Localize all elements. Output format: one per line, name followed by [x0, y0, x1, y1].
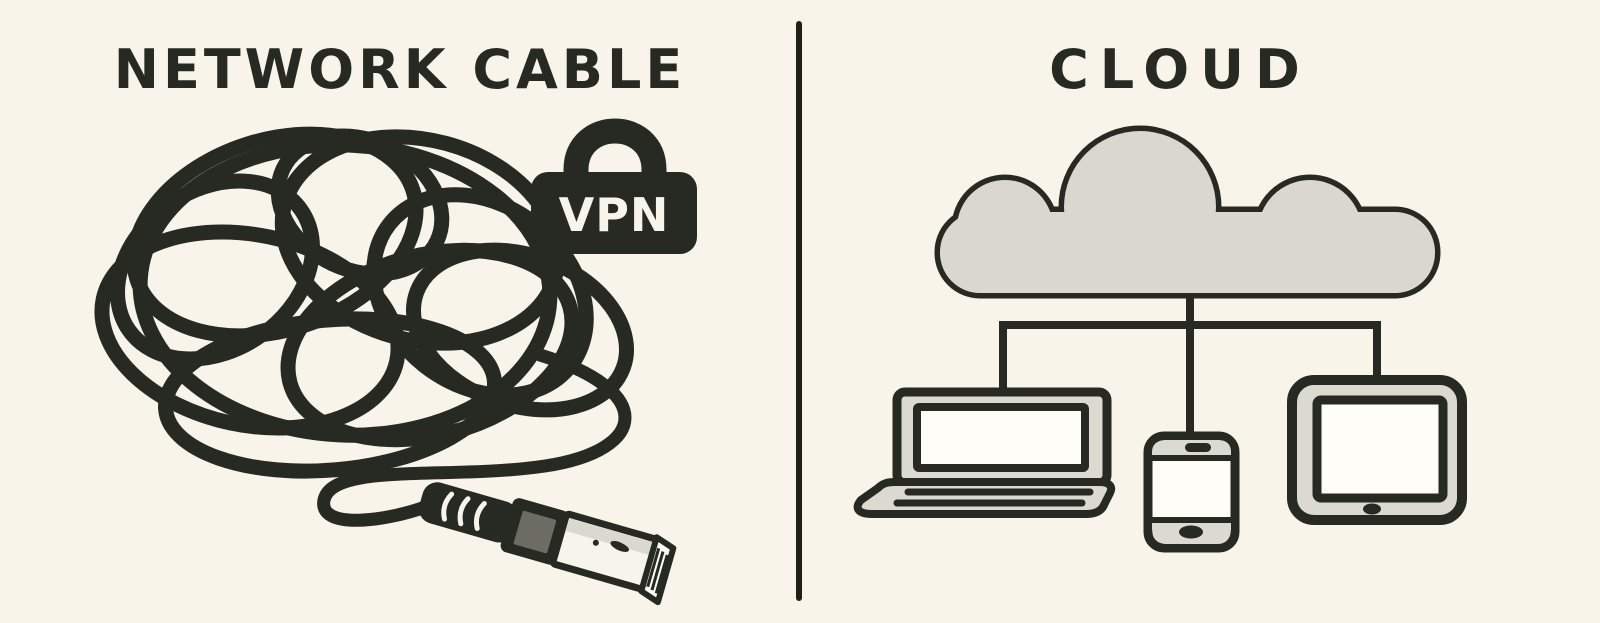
vpn-lock-icon — [531, 118, 697, 254]
cable-trail — [317, 348, 632, 527]
cloud-icon — [934, 125, 1441, 299]
right-panel-title: CLOUD — [1049, 38, 1311, 101]
left-panel-title: NETWORK CABLE — [113, 38, 687, 101]
vpn-badge-label: VPN — [558, 188, 670, 242]
tangled-cable-icon — [94, 126, 635, 479]
rj45-connector-icon — [418, 482, 677, 606]
smartphone-icon — [1143, 431, 1240, 553]
tablet-icon — [1287, 375, 1467, 525]
laptop-icon — [853, 387, 1116, 518]
